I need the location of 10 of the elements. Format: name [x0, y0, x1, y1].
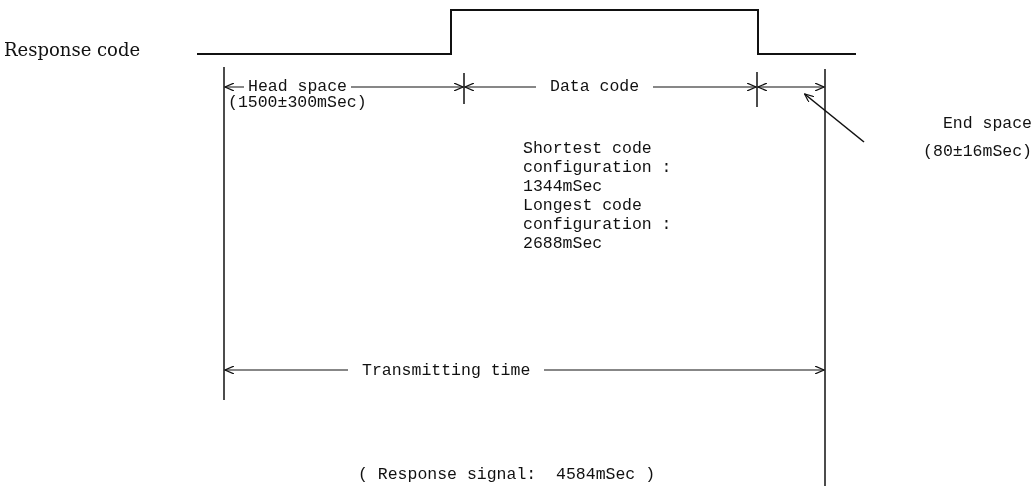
dimension-line — [757, 80, 825, 94]
note-text: Longest code configuration : 2688mSec — [523, 196, 673, 253]
callout-text: End space (80±16mSec) — [868, 110, 1032, 166]
signal-label: Response code — [4, 40, 141, 59]
dimension-label: Head space — [244, 77, 352, 96]
dimension-value: (1500±300mSec) — [228, 93, 367, 112]
dimension-label: Transmitting time — [348, 361, 545, 380]
note-text: Shortest code configuration : 1344mSec — [523, 139, 673, 196]
leader-line — [803, 93, 865, 143]
note-text: ( Response signal: 4584mSec ) — [358, 465, 656, 484]
